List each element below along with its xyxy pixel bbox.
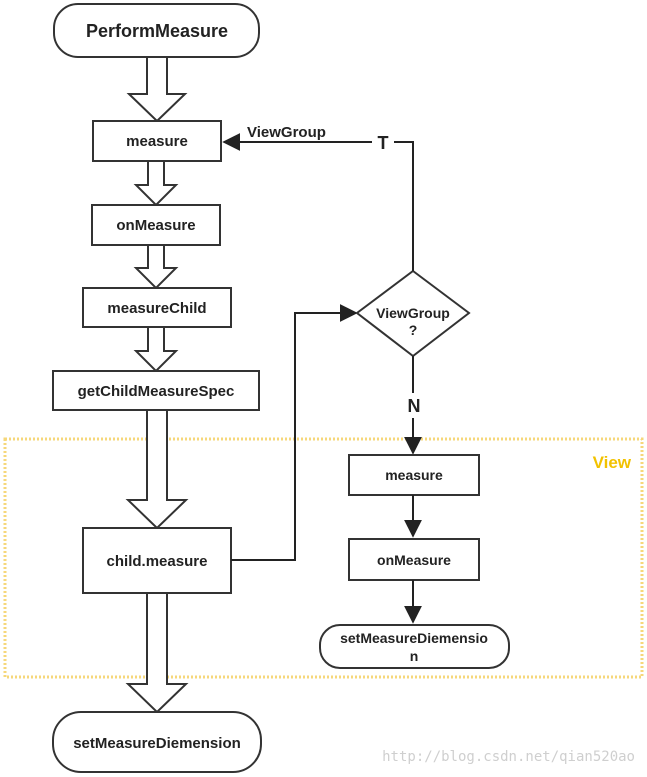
node-set-measure-diemension-label: setMeasureDiemension xyxy=(73,735,241,752)
node-measure xyxy=(92,120,222,162)
edge-child-to-decision xyxy=(231,304,358,561)
node-view-set-measure-diemension xyxy=(319,624,510,669)
edge-true-up xyxy=(394,141,414,271)
flow-arrow-4 xyxy=(133,326,179,373)
flow-arrow-3 xyxy=(133,244,179,290)
node-view-on-measure xyxy=(348,538,480,581)
node-view-set-label-line1: setMeasureDiemensio xyxy=(340,630,488,646)
flow-arrow-2 xyxy=(133,160,179,207)
node-view-measure xyxy=(348,454,480,496)
node-on-measure-label: onMeasure xyxy=(116,217,195,234)
node-get-child-measure-spec-label: getChildMeasureSpec xyxy=(78,383,235,400)
flow-arrow-1 xyxy=(126,56,188,123)
node-perform-measure-label: PerformMeasure xyxy=(86,21,228,41)
node-perform-measure xyxy=(53,3,260,58)
node-get-child-measure-spec xyxy=(52,370,260,411)
flow-arrow-6 xyxy=(125,592,189,714)
node-measure-child xyxy=(82,287,232,328)
viewgroup-edge-label: ViewGroup xyxy=(247,124,326,141)
node-child-measure-label: child.measure xyxy=(107,553,208,570)
flow-arrow-5 xyxy=(125,409,189,530)
decision-label-line1: ViewGroup xyxy=(376,305,450,321)
decision-label-line2: ? xyxy=(409,322,418,338)
node-measure-label: measure xyxy=(126,133,188,150)
node-set-measure-diemension xyxy=(52,711,262,773)
view-region xyxy=(3,437,644,679)
branch-true-label: T xyxy=(378,133,389,153)
node-view-measure-label: measure xyxy=(385,467,443,483)
watermark: http://blog.csdn.net/qian520ao xyxy=(382,749,635,765)
node-view-on-measure-label: onMeasure xyxy=(377,552,451,568)
view-region-label: View xyxy=(593,453,632,472)
node-measure-child-label: measureChild xyxy=(107,300,206,317)
branch-false-label: N xyxy=(408,396,421,416)
node-view-set-label-line2: n xyxy=(410,648,419,664)
node-on-measure xyxy=(91,204,221,246)
